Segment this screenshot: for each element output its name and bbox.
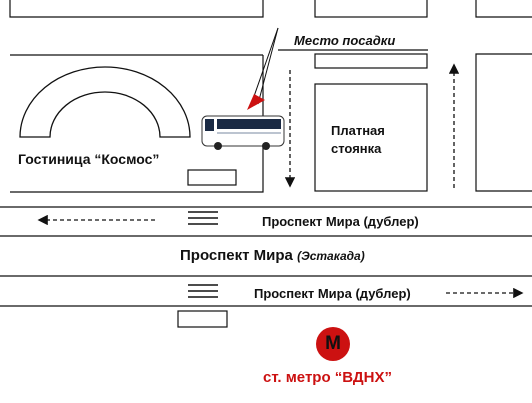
block-top-middle <box>314 0 428 18</box>
bus-icon <box>201 115 285 150</box>
parking-block <box>314 83 428 192</box>
metro-station-label: ст. метро “ВДНХ” <box>263 369 392 386</box>
metro-letter: М <box>325 333 341 354</box>
street-label-estakada-main: Проспект Мира <box>180 247 293 264</box>
block-top-right <box>475 0 532 18</box>
street-label-doubler-top: Проспект Мира (дублер) <box>262 214 419 229</box>
pointer-arrow-icon <box>247 27 279 110</box>
street-label-estakada: Проспект Мира (Эстакада) <box>180 248 365 263</box>
block-right <box>475 53 532 192</box>
crosswalk-icon <box>188 284 218 298</box>
metro-icon: М <box>316 327 350 361</box>
block-top-left <box>9 0 264 18</box>
kiosk-bottom <box>177 310 228 328</box>
kiosk-left <box>187 169 237 186</box>
crosswalk-icon <box>188 211 218 225</box>
kiosk-top <box>314 53 428 69</box>
boarding-point-label: Место посадки <box>294 33 396 48</box>
hotel-building <box>19 66 191 138</box>
hotel-label: Гостиница “Космос” <box>18 151 160 167</box>
street-label-estakada-sub: (Эстакада) <box>297 249 365 263</box>
parking-label: Платная стоянка <box>331 123 385 156</box>
street-label-doubler-bottom: Проспект Мира (дублер) <box>254 286 411 301</box>
